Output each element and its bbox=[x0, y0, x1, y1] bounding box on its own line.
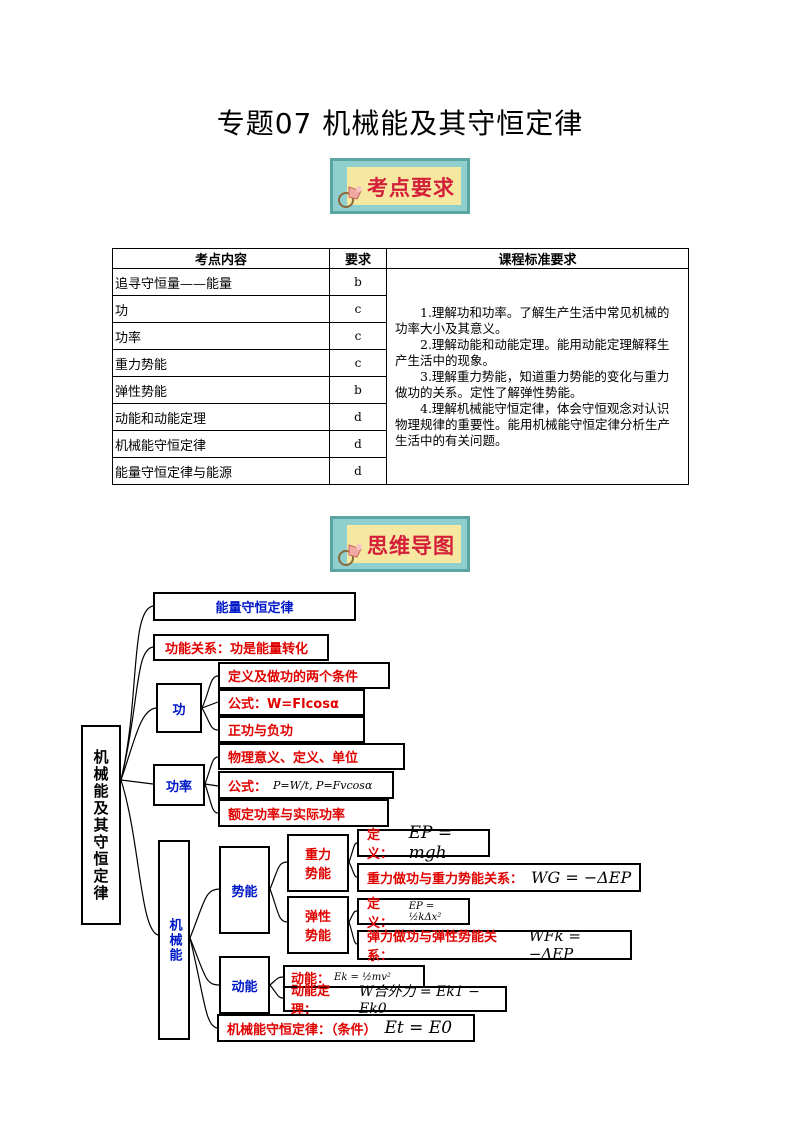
node-potential-energy: 势能 bbox=[219, 846, 270, 934]
node-elastic-potential: 弹性势能 bbox=[287, 896, 349, 954]
node-label: 定义及做功的两个条件 bbox=[228, 670, 359, 685]
node-work-item: 正功与负功 bbox=[218, 716, 365, 743]
node-label: 弹性势能 bbox=[304, 910, 331, 944]
standard-item: 3.理解重力势能，知道重力势能的变化与重力做功的关系。定性了解弹性势能。 bbox=[395, 368, 670, 400]
elastic-formula: EP = ½kΔx² bbox=[408, 900, 442, 923]
section-badge-requirements: 考点要求 bbox=[330, 158, 470, 214]
node-label: 势能 bbox=[231, 884, 258, 900]
node-kinetic-theorem: 动能定理： W合外力 = Ek1 − Ek0 bbox=[283, 984, 507, 1018]
node-energy-conservation: 能量守恒定律 bbox=[153, 592, 356, 621]
gravity-formula: EP = mgh bbox=[408, 823, 453, 863]
node-work: 功 bbox=[156, 683, 202, 733]
node-label: 定义： bbox=[367, 828, 394, 862]
flower-icon bbox=[338, 544, 362, 566]
node-mechanical-energy: 机械能 bbox=[158, 840, 190, 1040]
node-work-item: 公式：W=Flcosα bbox=[218, 689, 365, 716]
root-label: 机械能及其守恒定律 bbox=[91, 748, 110, 902]
node-elastic-definition: 定义： EP = ½kΔx² bbox=[357, 897, 470, 931]
page-title: 专题07 机械能及其守恒定律 bbox=[216, 107, 584, 140]
standards-cell: 1.理解功和功率。了解生产生活中常见机械的功率大小及其意义。 2.理解动能和动能… bbox=[386, 268, 689, 485]
table-cell-topic: 能量守恒定律与能源 bbox=[112, 457, 330, 485]
gravity-relation-formula: WG = −ΔEP bbox=[531, 868, 632, 887]
node-gravity-potential: 重力势能 bbox=[287, 834, 349, 892]
node-power-item: 物理意义、定义、单位 bbox=[218, 743, 405, 770]
node-work-item: 定义及做功的两个条件 bbox=[218, 662, 390, 689]
node-kinetic-energy: 动能 bbox=[219, 956, 270, 1014]
node-mechanical-conservation: 机械能守恒定律：（条件） Et = E0 bbox=[217, 1014, 475, 1042]
power-formula: P=W/t, P=Fvcosα bbox=[273, 778, 373, 792]
node-label: 动能定理： bbox=[291, 984, 331, 1018]
node-label: 正功与负功 bbox=[228, 724, 294, 739]
node-label: 功能关系：功是能量转化 bbox=[165, 642, 309, 657]
node-power: 功率 bbox=[153, 764, 205, 806]
node-label: 能量守恒定律 bbox=[215, 601, 294, 616]
node-label: 物理意义、定义、单位 bbox=[228, 751, 359, 766]
table-cell-level: c bbox=[329, 349, 387, 377]
node-label: 重力势能 bbox=[304, 848, 331, 882]
node-label: 机械能守恒定律：（条件） bbox=[227, 1022, 377, 1038]
table-cell-level: c bbox=[329, 295, 387, 323]
node-elastic-relation: 弹力做功与弹性势能关系： WFk = −ΔEP bbox=[357, 927, 632, 964]
table-cell-level: c bbox=[329, 322, 387, 350]
node-work-energy-relation: 功能关系：功是能量转化 bbox=[153, 634, 329, 661]
table-cell-topic: 重力势能 bbox=[112, 349, 330, 377]
mindmap-root: 机械能及其守恒定律 bbox=[81, 725, 121, 925]
node-label: 额定功率与实际功率 bbox=[228, 807, 346, 823]
node-kinetic-definition: 动能： Ek = ½mv² bbox=[283, 965, 425, 990]
standard-item: 1.理解功和功率。了解生产生活中常见机械的功率大小及其意义。 bbox=[395, 304, 670, 336]
node-label: 公式： bbox=[228, 779, 268, 795]
node-label: 功率 bbox=[165, 779, 192, 795]
standard-item: 4.理解机械能守恒定律，体会守恒观念对认识物理规律的重要性。能用机械能守恒定律分… bbox=[395, 400, 671, 448]
table-cell-level: b bbox=[329, 268, 387, 296]
section-badge-mindmap: 思维导图 bbox=[330, 516, 470, 572]
conservation-formula: Et = E0 bbox=[384, 1018, 453, 1038]
table-cell-level: b bbox=[329, 376, 387, 404]
requirements-table: 考点内容 要求 课程标准要求 追寻守恒量——能量 b 1.理解功和功率。了解生产… bbox=[112, 248, 689, 485]
badge-text: 思维导图 bbox=[367, 534, 455, 558]
node-gravity-definition: 定义： EP = mgh bbox=[357, 823, 490, 863]
elastic-relation-formula: WFk = −ΔEP bbox=[528, 927, 581, 963]
table-cell-topic: 追寻守恒量——能量 bbox=[112, 268, 330, 296]
node-label: 公式：W=Flcosα bbox=[228, 697, 339, 712]
node-label: 动能： bbox=[291, 972, 331, 987]
node-label: 定义： bbox=[367, 896, 394, 931]
node-power-item: 额定功率与实际功率 bbox=[218, 799, 389, 827]
node-gravity-relation: 重力做功与重力势能关系： WG = −ΔEP bbox=[357, 863, 641, 892]
table-cell-topic: 弹性势能 bbox=[112, 376, 330, 404]
node-label: 功 bbox=[172, 702, 186, 718]
node-label: 弹力做功与弹性势能关系： bbox=[367, 930, 498, 964]
standard-item: 2.理解动能和动能定理。能用动能定理解释生产生活中的现象。 bbox=[395, 336, 670, 368]
node-label: 重力做功与重力势能关系： bbox=[367, 872, 524, 887]
node-label: 动能 bbox=[231, 979, 258, 995]
kinetic-formula: Ek = ½mv² bbox=[334, 972, 391, 983]
kinetic-theorem-formula: W合外力 = Ek1 − Ek0 bbox=[359, 984, 480, 1017]
flower-icon bbox=[338, 186, 362, 208]
node-power-item: 公式： P=W/t, P=Fvcosα bbox=[218, 771, 394, 799]
table-cell-level: d bbox=[329, 457, 387, 485]
badge-text: 考点要求 bbox=[367, 176, 455, 200]
table-header: 课程标准要求 bbox=[386, 248, 689, 269]
node-label: 机械能 bbox=[166, 917, 182, 963]
